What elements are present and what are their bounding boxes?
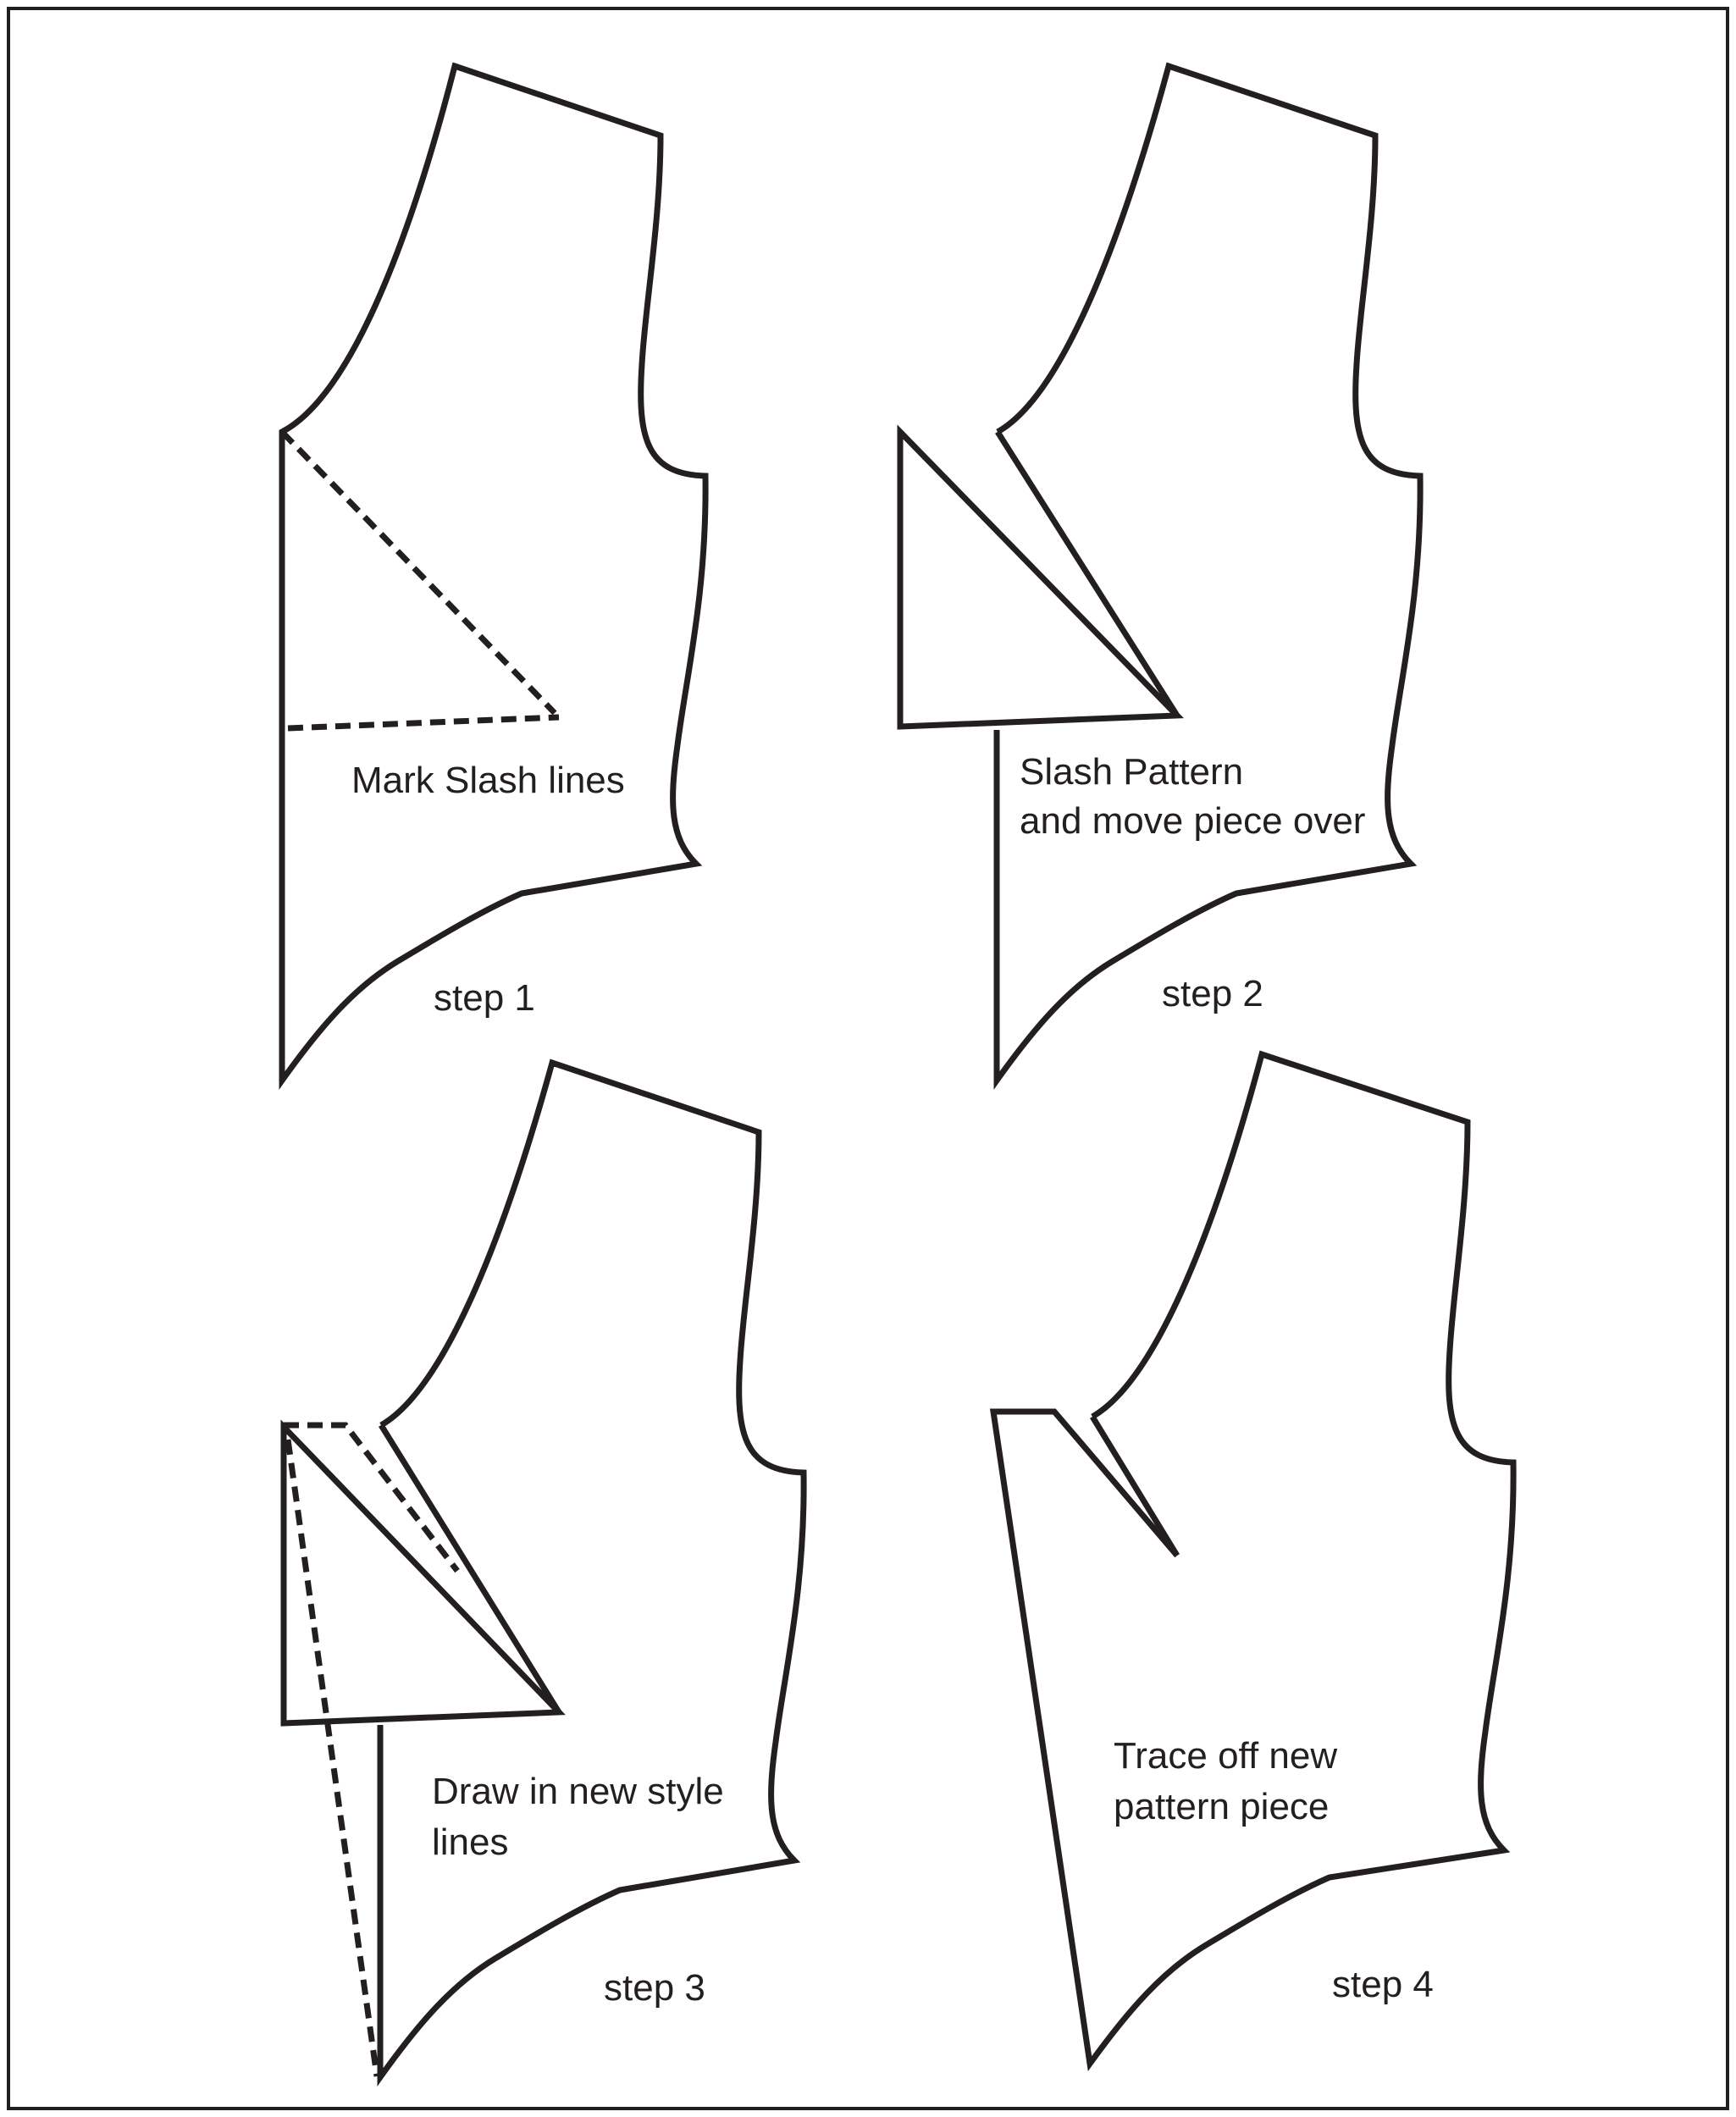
step-3-slash-edge [379, 1423, 561, 1714]
step-3-new-style-line-top [284, 1422, 460, 1573]
step-1-slash-line-diagonal [279, 429, 557, 716]
step-4-new-pattern-piece [989, 1050, 1517, 2072]
step-4-caption: Trace off new pattern piece [1114, 1735, 1347, 1827]
step-4-dart-leg [1090, 1415, 1180, 1557]
step-2-moved-wedge [897, 424, 1184, 730]
step-4-panel: Trace off new pattern piece step 4 [989, 1050, 1517, 2072]
step-2-panel: Slash Pattern and move piece over step 2 [897, 62, 1424, 1090]
step-3-moved-wedge [280, 1419, 566, 1727]
diagram-frame [7, 7, 1729, 2110]
step-3-label: step 3 [604, 1967, 705, 2009]
step-1-slash-line-horizontal [287, 714, 560, 732]
step-1-label: step 1 [434, 977, 535, 1019]
step-2-label: step 2 [1162, 973, 1263, 1014]
step-3-new-style-line-side [285, 1439, 380, 2077]
step-2-caption: Slash Pattern and move piece over [1020, 751, 1365, 842]
step-3-panel: Draw in new style lines step 3 [280, 1058, 807, 2087]
step-4-label: step 4 [1332, 1964, 1434, 2005]
step-2-slash-edge [995, 430, 1180, 717]
step-3-bodice-outline [377, 1058, 807, 2087]
step-1-bodice-outline [279, 62, 709, 1090]
step-3-caption: Draw in new style lines [432, 1771, 734, 1863]
step-2-bodice-outline [993, 62, 1424, 1090]
step-1-panel: Mark Slash lines step 1 [279, 62, 709, 1090]
step-1-caption: Mark Slash lines [351, 760, 625, 801]
